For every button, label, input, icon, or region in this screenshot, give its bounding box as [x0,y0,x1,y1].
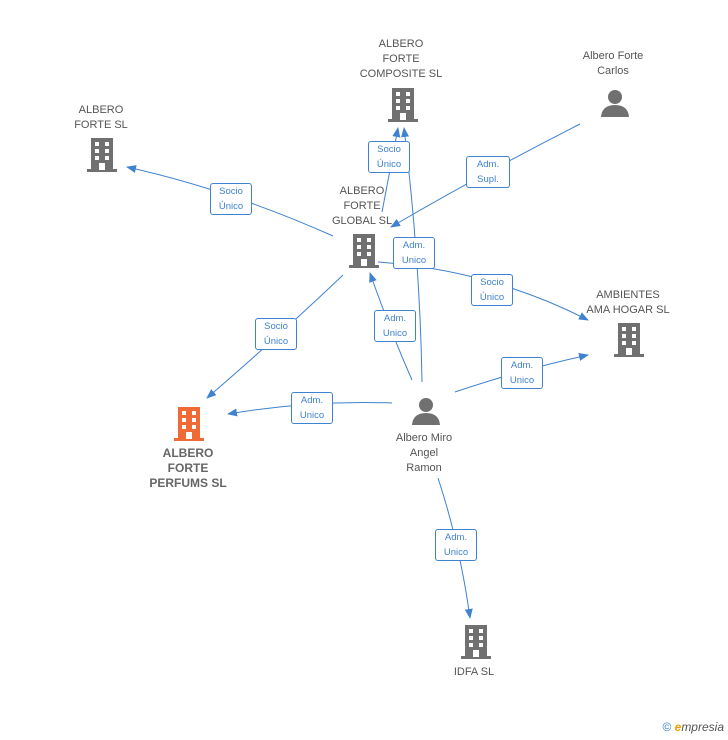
footer-brand: © empresia [662,720,724,734]
copyright-icon: © [662,720,672,734]
node-label-perfums[interactable]: ALBERO FORTE PERFUMS SL [149,446,227,490]
node-label-global[interactable]: ALBERO FORTE GLOBAL SL [331,185,393,227]
edge-label-socio-composite[interactable]: Socio Único [368,141,410,173]
edge-label-socio-perfums[interactable]: Socio Único [255,318,297,350]
node-label-forte-sl[interactable]: ALBERO FORTE SL [74,104,128,131]
edge-label-adm-idfa[interactable]: Adm. Unico [435,529,477,561]
node-label-miro[interactable]: Albero Miro Angel Ramon [395,432,453,474]
edge-label-adm-global-top[interactable]: Adm. Unico [393,237,435,269]
building-icon [614,323,644,357]
edge-label-adm-supl[interactable]: Adm. Supl. [466,156,510,188]
edge-label-adm-ambientes[interactable]: Adm. Unico [501,357,543,389]
node-label-composite[interactable]: ALBERO FORTE COMPOSITE SL [359,38,443,80]
node-label-ambientes[interactable]: AMBIENTES AMA HOGAR SL [586,289,670,316]
node-label-idfa[interactable]: IDFA SL [453,666,495,678]
building-icon [349,234,379,268]
building-icon [174,407,204,441]
brand-name: mpresia [681,720,724,734]
edge-label-adm-global-mid[interactable]: Adm. Unico [374,310,416,342]
building-icon [461,625,491,659]
person-icon [601,90,629,117]
building-icon [87,138,117,172]
edge-label-adm-perfums[interactable]: Adm. Unico [291,392,333,424]
node-label-forte-carlos[interactable]: Albero Forte Carlos [582,50,644,77]
building-icon [388,88,418,122]
person-icon [412,398,440,425]
edge-label-socio-forte[interactable]: Socio Único [210,183,252,215]
brand-logo: empresia [675,720,724,734]
edge-label-socio-ambientes[interactable]: Socio Único [471,274,513,306]
brand-first-letter: e [674,720,682,734]
